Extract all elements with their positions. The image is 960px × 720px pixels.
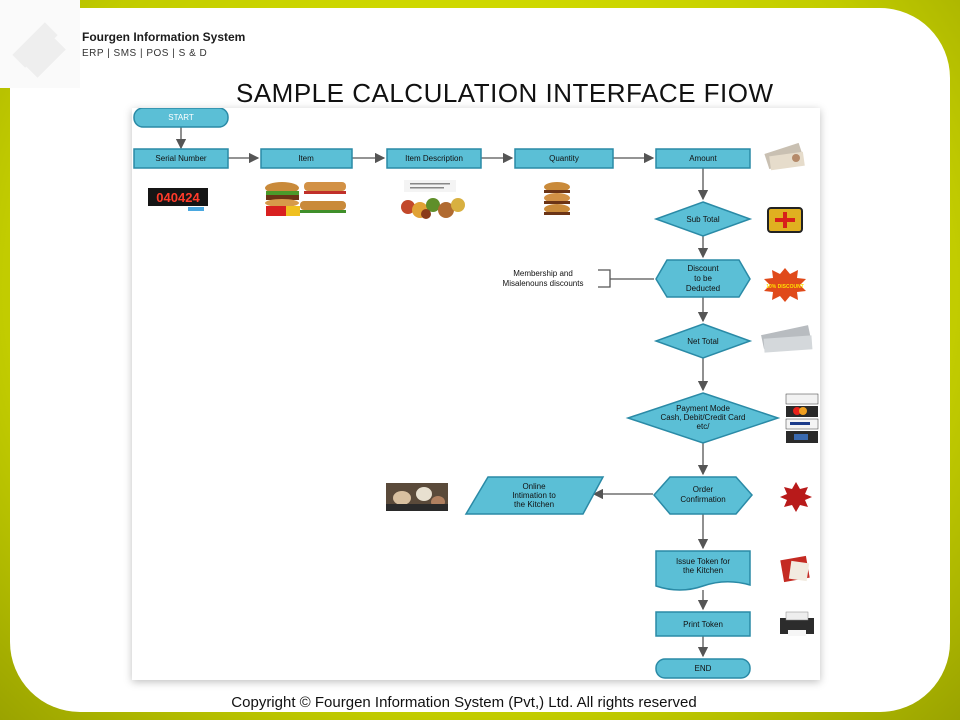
amount-node — [655, 148, 751, 169]
discount-node — [655, 259, 751, 298]
membership-label-1: Membership and — [513, 269, 573, 278]
order-label-2: Confirmation — [680, 495, 725, 504]
burger-icon — [265, 182, 300, 216]
cash-stack-icon — [764, 142, 805, 171]
discount-label-2: to be — [694, 274, 712, 283]
amount-label: Amount — [689, 154, 717, 163]
payment-label-2: Cash, Debit/Credit Card — [661, 413, 746, 422]
start-node — [133, 107, 229, 128]
serial-number-label: Serial Number — [155, 154, 206, 163]
discount-badge-text: 10% DISCOUNT — [766, 284, 804, 290]
brand-subtitle: ERP | SMS | POS | S & D — [82, 48, 208, 59]
item-description-node — [386, 148, 482, 169]
brand-title: Fourgen Information System — [82, 30, 246, 44]
net-total-label: Net Total — [687, 337, 719, 346]
sub-total-label: Sub Total — [686, 215, 719, 224]
confirmation-seal-icon — [780, 482, 812, 512]
counter-display-digits: 040424 — [156, 190, 200, 205]
sub-total-node — [653, 201, 753, 237]
order-confirmation-node — [653, 476, 753, 515]
credit-cards-icon — [785, 393, 819, 443]
token-label-1: Issue Token for — [676, 557, 730, 566]
kitchen-photo-icon — [386, 483, 448, 511]
discount-label-1: Discount — [687, 264, 719, 273]
print-token-node — [655, 611, 751, 637]
net-total-node — [653, 323, 753, 359]
logo — [0, 0, 80, 88]
print-token-label: Print Token — [683, 620, 723, 629]
brand-block: Fourgen Information System ERP | SMS | P… — [82, 30, 245, 59]
quantity-node — [514, 148, 614, 169]
discount-label-3: Deducted — [686, 284, 720, 293]
payment-label-1: Payment Mode — [676, 404, 730, 413]
menu-card-icon — [401, 180, 465, 219]
issue-token-node — [655, 550, 751, 591]
printer-icon — [780, 611, 814, 636]
item-node — [260, 148, 353, 169]
end-node — [655, 658, 751, 679]
membership-label-2: Misalenouns discounts — [503, 279, 584, 288]
calculator-icon — [767, 207, 803, 233]
online-intimation-node — [464, 476, 605, 515]
serial-number-node — [133, 148, 229, 169]
counter-display-image: 040424 — [148, 188, 208, 211]
item-label: Item — [298, 154, 314, 163]
quantity-label: Quantity — [549, 154, 579, 163]
connectors — [175, 127, 709, 658]
discount-badge-icon: 10% DISCOUNT — [764, 268, 806, 302]
page-title: SAMPLE CALCULATION INTERFACE FIOW — [236, 78, 774, 108]
token-ticket-icon — [780, 555, 810, 583]
order-label-1: Order — [693, 485, 714, 494]
copyright-text: Copyright © Fourgen Information System (… — [231, 694, 697, 711]
start-label: START — [168, 113, 194, 122]
payment-label-3: etc/ — [697, 422, 711, 431]
flowchart: START Serial Number Item Item Descriptio… — [132, 107, 820, 680]
token-label-2: the Kitchen — [683, 566, 723, 575]
online-label-2: Intimation to — [512, 491, 556, 500]
end-label: END — [695, 664, 712, 673]
item-description-label: Item Description — [405, 154, 463, 163]
online-label-1: Online — [522, 482, 546, 491]
stacked-burgers-icon — [544, 182, 570, 215]
sandwich-icon — [300, 182, 346, 213]
online-label-3: the Kitchen — [514, 500, 554, 509]
banknotes-icon — [761, 325, 813, 353]
payment-mode-node — [625, 392, 781, 444]
